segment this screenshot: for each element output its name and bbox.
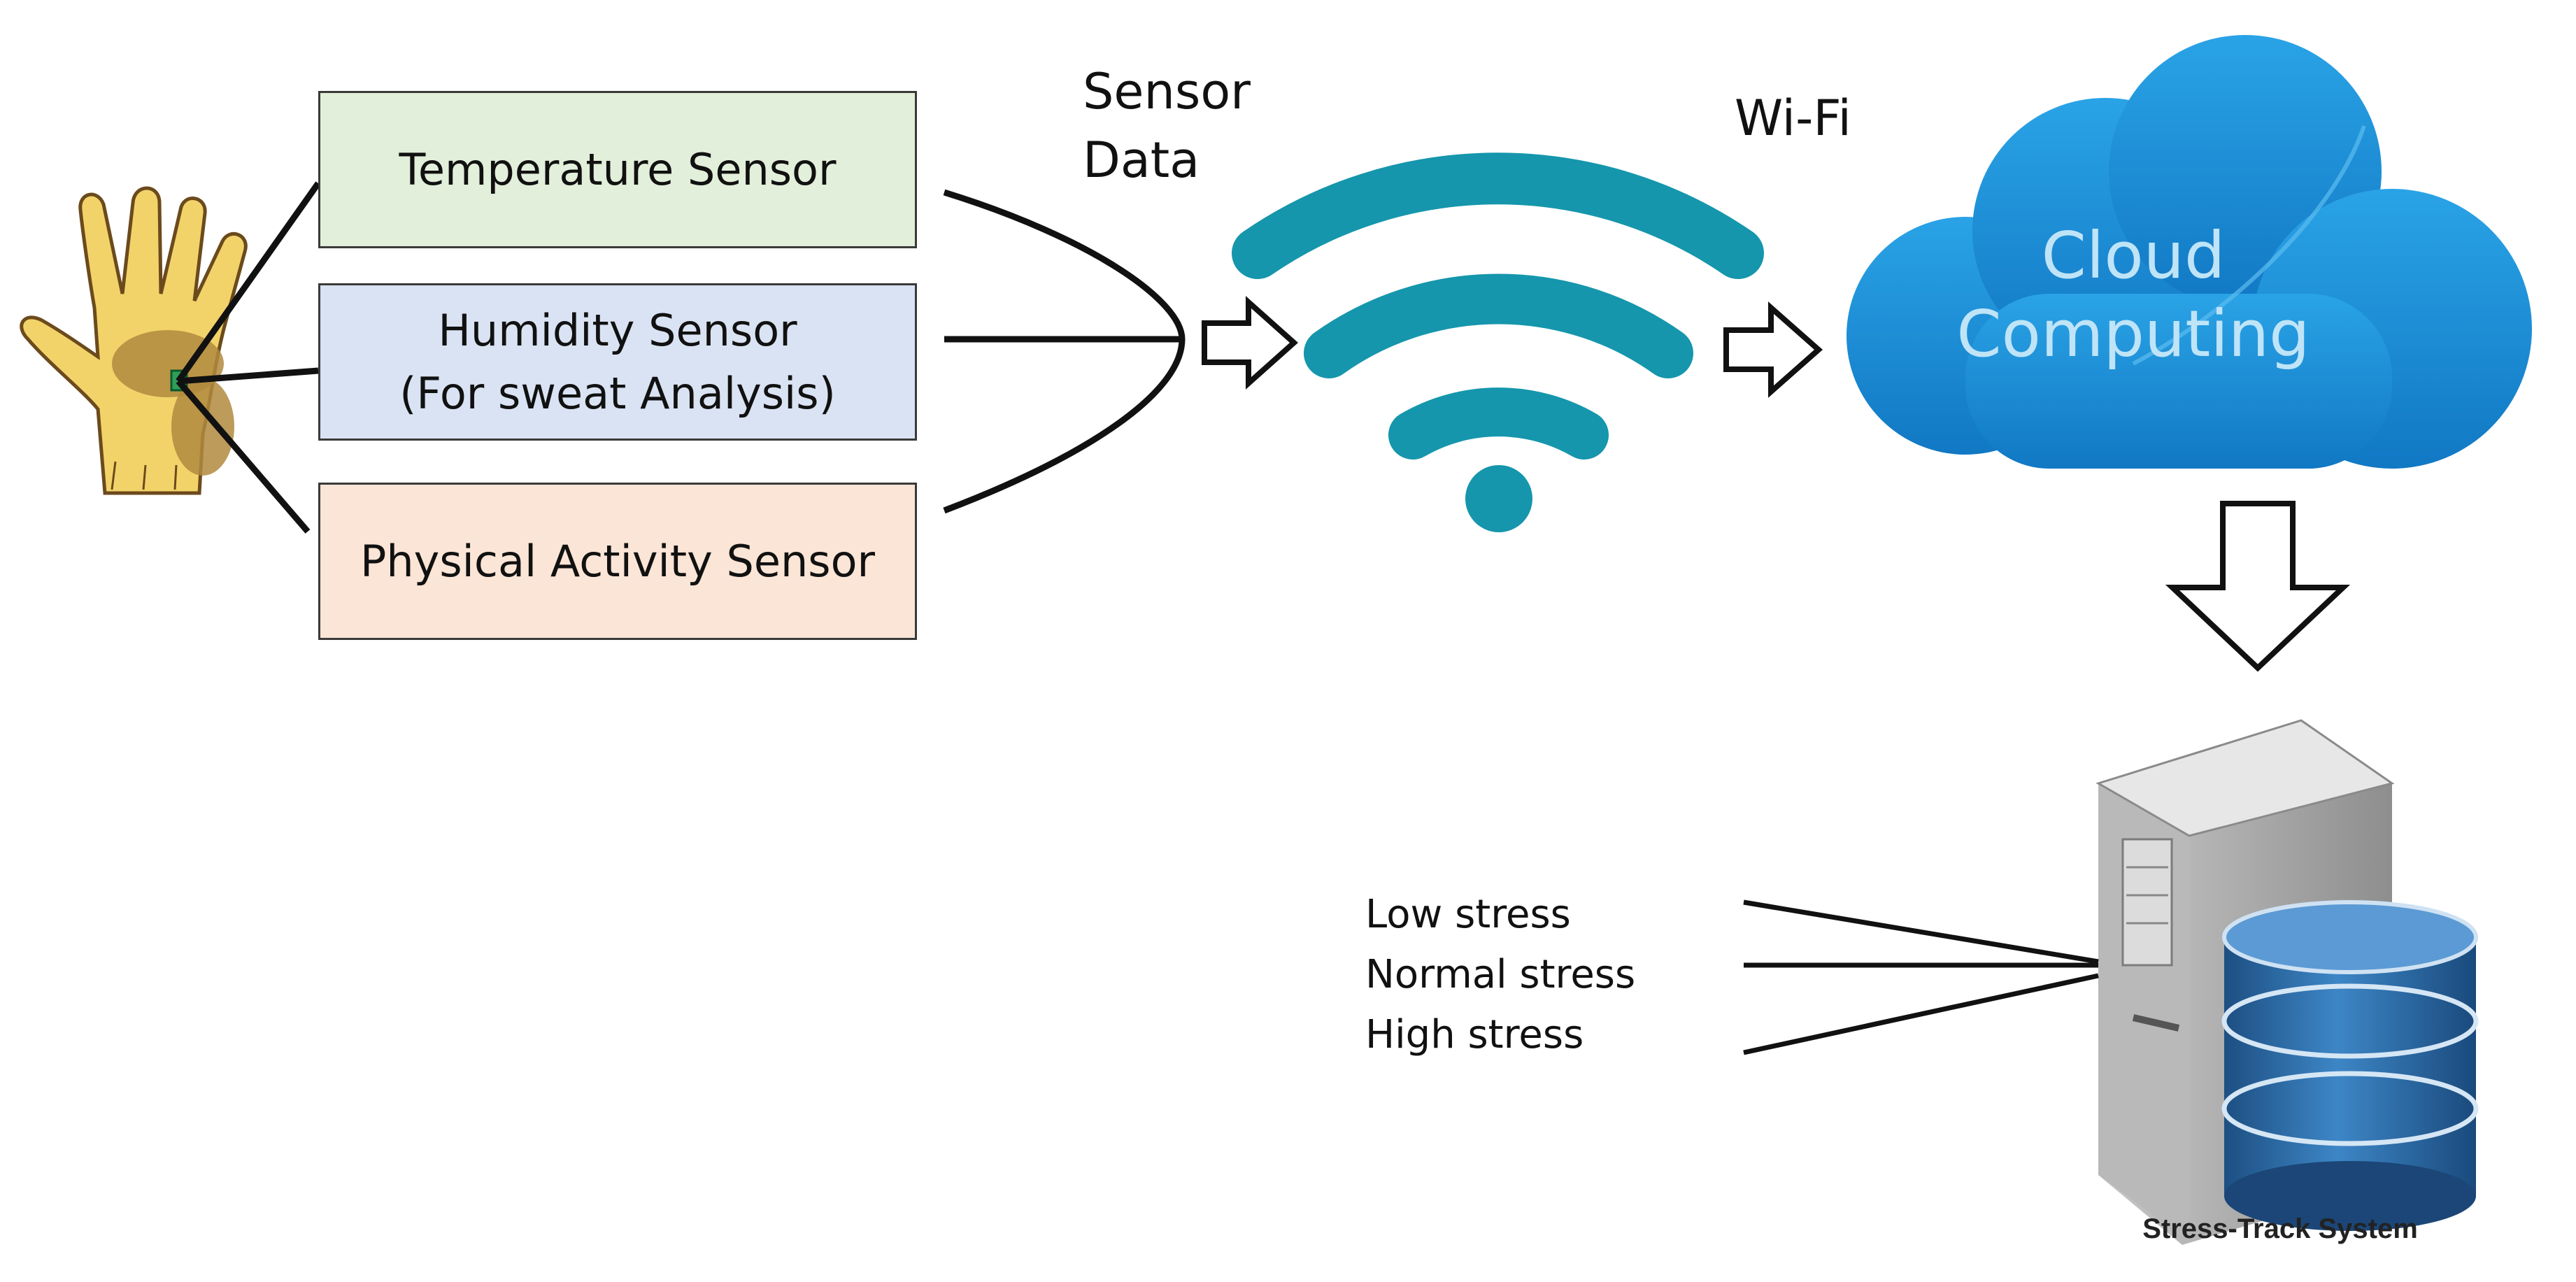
- cloud-computing-label: Cloud Computing: [1956, 218, 2310, 372]
- arrow-right-icon: [1202, 296, 1299, 390]
- stress-level-high: High stress: [1365, 1012, 1584, 1057]
- hand-with-wearable-icon: [20, 186, 248, 495]
- wifi-icon: [1232, 152, 1764, 532]
- sensor-data-label: Sensor Data: [1083, 63, 1251, 189]
- stress-connectors: [1743, 899, 2099, 1055]
- wristband-shadow: [171, 378, 234, 476]
- arrow-right-icon: [1723, 301, 1823, 398]
- chip-connectors: [176, 181, 321, 534]
- database-icon: [2221, 900, 2479, 1231]
- activity-sensor-box: Physical Activity Sensor: [318, 483, 917, 640]
- temperature-sensor-box: Temperature Sensor: [318, 91, 917, 248]
- stress-level-low: Low stress: [1365, 892, 1571, 937]
- humidity-sensor-label: Humidity Sensor (For sweat Analysis): [399, 304, 836, 419]
- data-funnel: [943, 189, 1186, 514]
- system-caption: Stress-Track System: [2142, 1213, 2418, 1244]
- cloud-icon: [1846, 35, 2532, 469]
- arrow-down-icon: [2165, 501, 2351, 672]
- activity-sensor-label: Physical Activity Sensor: [360, 535, 875, 587]
- wifi-label: Wi-Fi: [1735, 90, 1852, 147]
- stress-level-normal: Normal stress: [1365, 952, 1636, 997]
- stress-level-list: Low stress Normal stress High stress: [1365, 885, 1635, 1065]
- humidity-sensor-box: Humidity Sensor (For sweat Analysis): [318, 283, 917, 441]
- temperature-sensor-label: Temperature Sensor: [399, 143, 837, 195]
